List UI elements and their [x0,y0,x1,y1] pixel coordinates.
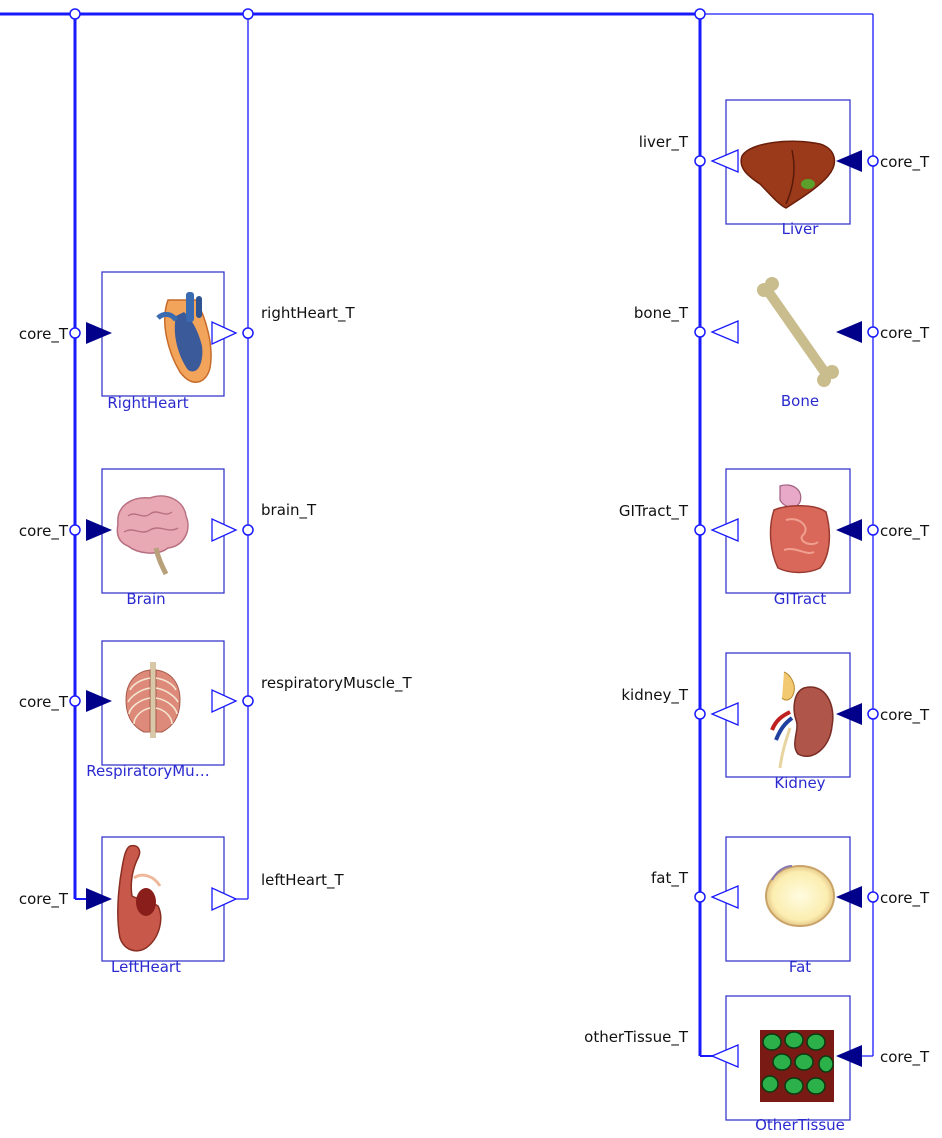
junction-dot [868,892,878,902]
ribcage-icon [126,662,180,738]
component-rightheart[interactable]: RightHeart [102,272,224,412]
brain-icon [117,496,188,574]
output-port-kidney[interactable] [712,703,738,725]
kidney-icon [772,672,833,768]
output-port-bone[interactable] [712,321,738,343]
port-label: core_T [19,890,69,909]
input-port-fat[interactable] [836,886,862,908]
component-name: GITract [774,590,827,608]
port-label: respiratoryMuscle_T [261,674,412,693]
port-label: core_T [880,522,930,541]
port-label: core_T [880,706,930,725]
fat-cell-icon [766,866,834,926]
junction-dot [70,9,80,19]
input-port-liver[interactable] [836,150,862,172]
junction-dot [868,709,878,719]
port-label: brain_T [261,501,317,520]
junction-dot [243,696,253,706]
port-label: core_T [880,889,930,908]
component-name: Brain [126,590,165,608]
junction-dot [695,9,705,19]
component-gitract[interactable]: GITract [726,469,850,608]
output-port-fat[interactable] [712,886,738,908]
input-port-bone[interactable] [836,321,862,343]
component-name: Kidney [774,774,825,792]
input-port-kidney[interactable] [836,703,862,725]
component-fat[interactable]: Fat [726,837,850,976]
heart-left-icon [118,846,161,951]
port-label: core_T [880,153,930,172]
port-label: fat_T [651,869,689,888]
port-label: core_T [880,324,930,343]
liver-icon [741,141,834,208]
output-port-othertissue[interactable] [712,1045,738,1067]
bone-icon [757,277,839,387]
junction-dot [868,327,878,337]
port-label: otherTissue_T [584,1028,689,1047]
port-label: core_T [19,522,69,541]
component-name: LeftHeart [111,958,181,976]
component-brain[interactable]: Brain [102,469,224,608]
port-label: core_T [19,325,69,344]
component-name: OtherTissue [755,1116,845,1134]
junction-dot [70,328,80,338]
junction-dot [70,525,80,535]
port-label: core_T [19,693,69,712]
port-label: GITract_T [619,502,689,521]
component-liver[interactable]: Liver [726,100,850,238]
port-label: kidney_T [621,686,688,705]
component-kidney[interactable]: Kidney [726,653,850,792]
junction-dot [695,525,705,535]
junction-dot [695,892,705,902]
junction-dot [868,525,878,535]
component-name: Fat [789,958,811,976]
component-bone[interactable]: Bone [757,277,839,410]
component-name: RespiratoryMu… [86,762,209,780]
tissue-cells-icon [760,1030,834,1102]
input-port-gitract[interactable] [836,519,862,541]
input-port-othertissue[interactable] [836,1045,862,1067]
component-leftheart[interactable]: LeftHeart [102,837,224,976]
port-label: bone_T [634,304,689,323]
component-name: RightHeart [107,394,188,412]
junction-dot [243,525,253,535]
input-port-leftheart[interactable] [86,888,112,910]
right-input-ports [836,150,862,1067]
input-port-rightheart[interactable] [86,322,112,344]
port-label: rightHeart_T [261,304,355,323]
junction-dot [70,696,80,706]
input-port-brain[interactable] [86,519,112,541]
output-port-liver[interactable] [712,150,738,172]
right-output-ports [712,150,738,1067]
heart-right-icon [158,292,211,382]
component-name: Bone [781,392,819,410]
component-name: Liver [782,220,820,238]
junction-dot [868,156,878,166]
junction-dot [695,709,705,719]
junction-dot [243,328,253,338]
intestine-icon [771,485,830,573]
port-label: core_T [880,1048,930,1067]
output-port-gitract[interactable] [712,519,738,541]
left-port-labels: core_T core_T core_T core_T rightHeart_T… [19,304,413,909]
port-label: liver_T [639,133,689,152]
junction-dot [695,156,705,166]
junction-dot [243,9,253,19]
right-port-labels: liver_T bone_T GITract_T kidney_T fat_T … [584,133,930,1067]
component-othertissue[interactable]: OtherTissue [726,996,850,1134]
left-output-ports [212,322,236,910]
junction-dot [695,327,705,337]
port-label: leftHeart_T [261,871,345,890]
component-respiratorymuscle[interactable]: RespiratoryMu… [86,641,224,780]
input-port-respiratorymuscle[interactable] [86,690,112,712]
